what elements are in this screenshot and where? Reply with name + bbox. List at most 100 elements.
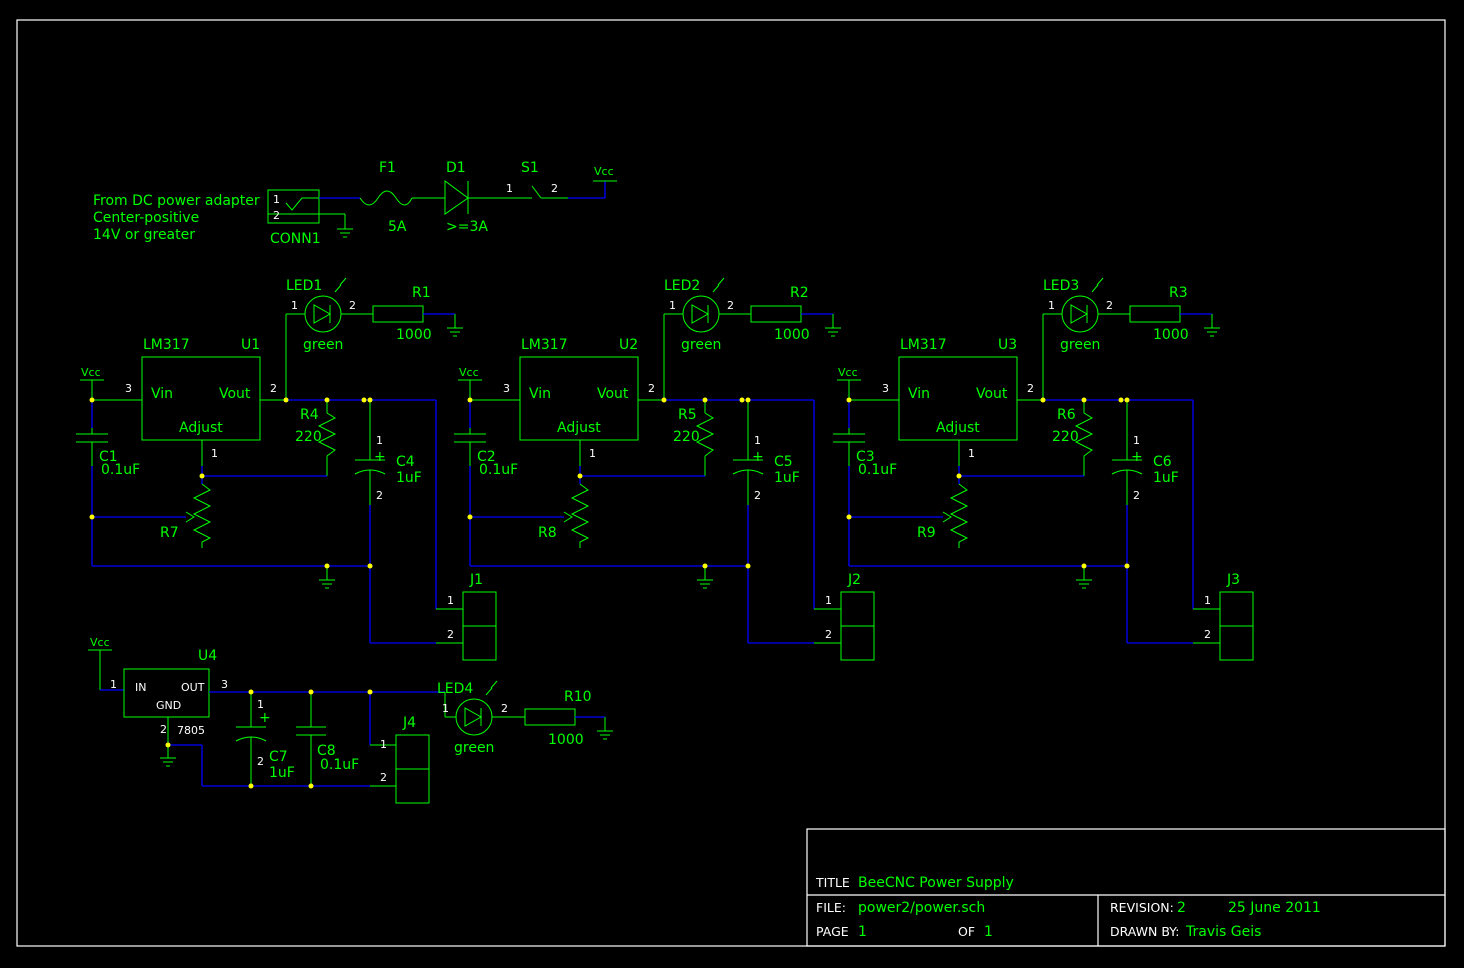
jack-ref: J1 [469,572,483,588]
diode-ref: D1 [446,160,466,176]
led4-ref: LED4 [437,681,473,697]
c8-value: 0.1uF [320,757,359,773]
title-label: TITLE [815,875,850,890]
c-out-pin1: 1 [1133,434,1140,447]
c-out-value: 1uF [396,470,422,486]
pot-ref: R7 [160,525,179,541]
u4-pin-out: 3 [221,678,228,691]
date-value: 25 June 2011 [1228,900,1321,916]
of-value: 1 [984,924,993,940]
led-ref: LED1 [286,278,322,294]
reg-vout: Vout [976,386,1008,402]
c7-pin2: 2 [257,755,264,768]
input-section: From DC power adapter Center-positive 14… [93,160,617,247]
led-pin2: 2 [1106,299,1113,312]
reg-vin: Vin [908,386,930,402]
pin-out: 2 [270,382,277,395]
led-ref: LED3 [1043,278,1079,294]
note-line-2: Center-positive [93,210,199,226]
led-pin2: 2 [727,299,734,312]
of-label: OF [958,924,975,939]
reg-vin: Vin [529,386,551,402]
led-color: green [303,337,343,353]
j4-pin2: 2 [380,771,387,784]
fuse-f1: F1 5A [359,160,413,235]
reg-vin: Vin [151,386,173,402]
conn1-pin1-label: 1 [273,193,280,206]
r10-ref: R10 [564,689,592,705]
pin-in: 3 [503,382,510,395]
c-in-value: 0.1uF [479,462,518,478]
title-value: BeeCNC Power Supply [858,875,1014,891]
c-out-pin1: 1 [754,434,761,447]
jack-pin1: 1 [447,594,454,607]
pot-ref: R8 [538,525,557,541]
led4-pin2: 2 [501,702,508,715]
reg-adjust: Adjust [557,420,601,436]
led-pin1: 1 [291,299,298,312]
u4-gnd: GND [156,699,181,712]
reg-adjust: Adjust [179,420,223,436]
c-in-value: 0.1uF [101,462,140,478]
jack-pin2: 2 [1204,628,1211,641]
j4-pin1: 1 [380,738,387,751]
reg-ref: U3 [998,337,1017,353]
pin-adj: 1 [589,447,596,460]
led-pin1: 1 [669,299,676,312]
led-color: green [1060,337,1100,353]
reg-adjust: Adjust [936,420,980,436]
c-out-pin2: 2 [376,489,383,502]
r-led-value: 1000 [396,327,432,343]
c-out-ref: C4 [396,454,415,470]
switch-pin1-label: 1 [506,182,513,195]
pin-in: 3 [882,382,889,395]
note-line-3: 14V or greater [93,227,195,243]
r-fb-ref: R5 [678,407,697,423]
pin-out: 2 [648,382,655,395]
title-block: TITLE BeeCNC Power Supply FILE: power2/p… [806,828,1446,947]
five-volt-section: Vcc U4 IN OUT GND 1 3 2 7805 1 + 2 C7 1u… [88,636,613,804]
c7-plus: + [259,710,271,726]
pin-adj: 1 [968,447,975,460]
r-led-ref: R3 [1169,285,1188,301]
c7-value: 1uF [269,765,295,781]
u4-in: IN [135,681,146,694]
vcc-label-input: Vcc [594,165,614,178]
r-fb-ref: R6 [1057,407,1076,423]
r10-value: 1000 [548,732,584,748]
u4-out: OUT [181,681,205,694]
led-pin2: 2 [349,299,356,312]
revision-value: 2 [1177,900,1186,916]
stage-2-labels: Vcc LM317 U2 Vin Vout Adjust 3 2 1 LED2 … [459,278,861,641]
jack-pin1: 1 [1204,594,1211,607]
switch-pin2-label: 2 [551,182,558,195]
stage-1-labels: Vcc LM317 U1 Vin Vout Adjust 3 2 1 LED1 … [81,278,483,641]
c-out-ref: C6 [1153,454,1172,470]
r-led-value: 1000 [774,327,810,343]
c7-ref: C7 [269,749,288,765]
r-led-ref: R2 [790,285,809,301]
reg-vout: Vout [597,386,629,402]
vcc-label: Vcc [81,366,101,379]
conn1-ref: CONN1 [270,231,321,247]
vcc-label: Vcc [459,366,479,379]
jack-pin2: 2 [825,628,832,641]
u4-pin-in: 1 [110,678,117,691]
reg-ref: U1 [241,337,260,353]
vcc-label-5v: Vcc [90,636,110,649]
jack-ref: J3 [1226,572,1240,588]
r-led-value: 1000 [1153,327,1189,343]
fuse-value: 5A [388,219,407,235]
reg-vout: Vout [219,386,251,402]
c7-pin1: 1 [257,698,264,711]
reg-part: LM317 [143,337,190,353]
u4-ref: U4 [198,648,217,664]
fuse-ref: F1 [379,160,396,176]
jack-pin2: 2 [447,628,454,641]
c-out-pin2: 2 [754,489,761,502]
c-out-plus: + [374,449,386,465]
file-value: power2/power.sch [858,900,985,916]
led4-pin1: 1 [442,702,449,715]
sheet-border [16,19,1446,947]
c-out-pin1: 1 [376,434,383,447]
